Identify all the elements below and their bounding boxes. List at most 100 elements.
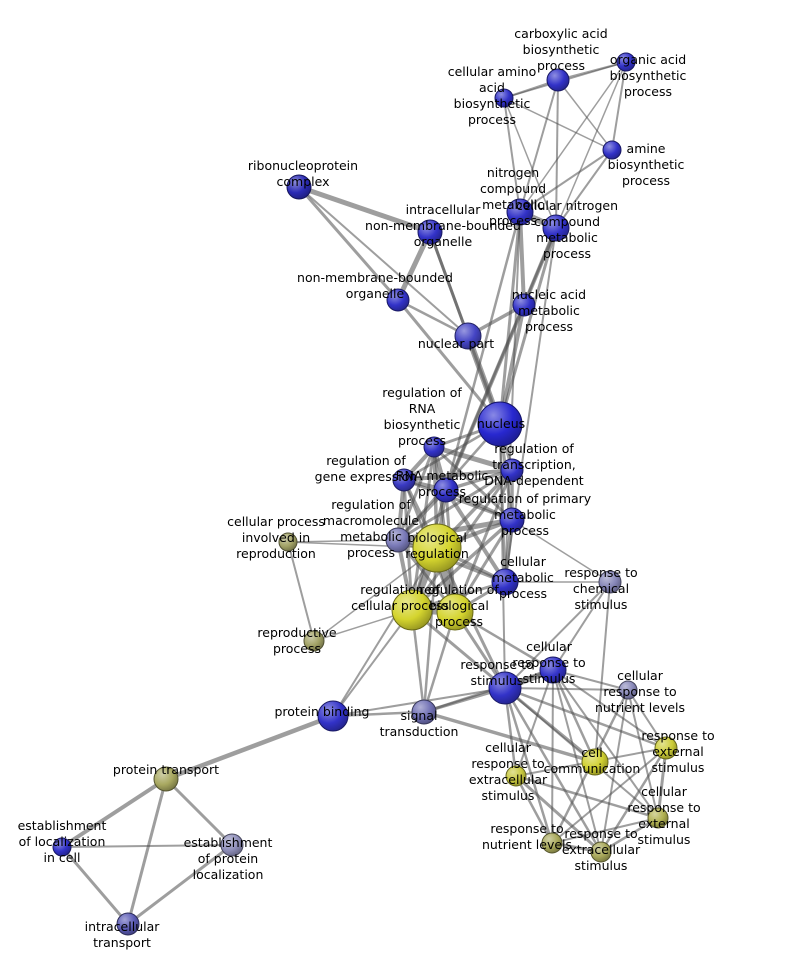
graph-edge (297, 186, 400, 301)
graph-edge (515, 774, 659, 820)
graph-node-amine-biosynthetic-process[interactable] (602, 140, 622, 160)
graph-node-cellular-response-to-stimulus[interactable] (539, 656, 567, 684)
graph-edge (298, 186, 469, 337)
graph-node-rna-metabolic-process[interactable] (433, 477, 459, 503)
graph-node-regulation-of-biological-process[interactable] (436, 593, 474, 631)
graph-edge (127, 843, 233, 926)
graph-node-response-to-chemical-stimulus[interactable] (598, 570, 622, 594)
graph-edge (656, 747, 668, 819)
graph-edge (287, 541, 438, 549)
graph-node-regulation-of-transcription-dna-dependent[interactable] (500, 458, 524, 482)
graph-node-organic-acid-biosynthetic-process[interactable] (616, 52, 636, 72)
graph-edge (519, 61, 627, 213)
graph-edge (552, 669, 659, 819)
graph-node-protein-binding[interactable] (317, 700, 349, 732)
graph-node-regulation-of-gene-expression[interactable] (392, 468, 416, 492)
graph-node-response-to-extracellular-stimulus[interactable] (590, 841, 612, 863)
graph-edge (551, 669, 597, 763)
graph-edge (298, 184, 431, 235)
graph-node-signal-transduction[interactable] (411, 699, 437, 725)
graph-edge (519, 79, 559, 213)
graph-node-cellular-metabolic-process[interactable] (491, 568, 519, 596)
graph-node-establishment-of-localization-in-cell[interactable] (52, 837, 72, 857)
graph-node-cellular-response-to-nutrient-levels[interactable] (618, 680, 638, 700)
graph-node-nucleus[interactable] (477, 401, 523, 447)
graph-edge (395, 230, 433, 302)
graph-edge (504, 581, 611, 689)
graph-edge (518, 211, 526, 306)
graph-node-regulation-of-cellular-process[interactable] (391, 589, 433, 631)
graph-node-cell-communication[interactable] (581, 748, 609, 776)
graph-node-intracellular-transport[interactable] (116, 912, 140, 936)
graph-node-cellular-response-to-extracellular-stimulus[interactable] (505, 765, 527, 787)
graph-node-establishment-of-protein-localization[interactable] (220, 833, 244, 857)
graph-edge (164, 777, 234, 847)
graph-edge (555, 61, 627, 229)
graph-node-label-nuclear-part: nuclear part (418, 336, 494, 351)
graph-node-cellular-nitrogen-compound-metabolic-process[interactable] (542, 214, 570, 242)
graph-edge (444, 227, 558, 491)
graph-node-regulation-of-rna-biosynthetic-process[interactable] (423, 436, 445, 458)
graph-node-intracellular-non-membrane-bounded-organelle[interactable] (417, 219, 443, 245)
graph-node-response-to-stimulus[interactable] (488, 671, 522, 705)
graph-edge (514, 775, 554, 844)
graph-node-ribonucleoprotein-complex[interactable] (286, 174, 312, 200)
graph-edge (165, 713, 334, 782)
graph-edge (287, 539, 399, 543)
graph-node-response-to-external-stimulus[interactable] (654, 736, 678, 760)
graph-node-nuclear-part[interactable] (454, 322, 482, 350)
graph-node-non-membrane-bounded-organelle[interactable] (386, 288, 410, 312)
graph-node-protein-transport[interactable] (153, 766, 179, 792)
graph-node-regulation-of-primary-metabolic-process[interactable] (499, 507, 525, 533)
node-layer (52, 52, 678, 936)
graph-node-biological-regulation[interactable] (412, 523, 462, 573)
graph-node-label-protein-binding: protein binding (274, 704, 369, 719)
graph-edge (552, 669, 602, 853)
graph-edge (600, 689, 629, 853)
graph-node-response-to-nutrient-levels[interactable] (541, 832, 563, 854)
graph-edge (287, 541, 315, 642)
graph-edge (515, 669, 554, 777)
graph-edge (503, 97, 557, 229)
graph-node-cellular-process-involved-in-reproduction[interactable] (278, 532, 298, 552)
graph-edge (555, 79, 559, 229)
graph-edge (422, 547, 439, 713)
graph-node-nucleic-acid-metabolic-process[interactable] (512, 293, 536, 317)
graph-edge (410, 469, 514, 611)
graph-edge (519, 149, 613, 213)
graph-node-cellular-response-to-external-stimulus[interactable] (647, 807, 669, 829)
graph-node-reproductive-process[interactable] (303, 630, 325, 652)
graph-node-nitrogen-compound-metabolic-process[interactable] (506, 198, 534, 226)
graph-node-label-nucleus: nucleus (477, 416, 525, 431)
graph-edge (410, 518, 514, 612)
graph-edge (599, 747, 668, 853)
graph-node-regulation-of-macromolecule-metabolic-process[interactable] (385, 527, 411, 553)
graph-edge (126, 778, 168, 925)
graph-node-carboxylic-acid-biosynthetic-process[interactable] (546, 68, 570, 92)
graph-node-cellular-amino-acid-biosynthetic-process[interactable] (494, 88, 514, 108)
graph-edge (453, 469, 514, 613)
